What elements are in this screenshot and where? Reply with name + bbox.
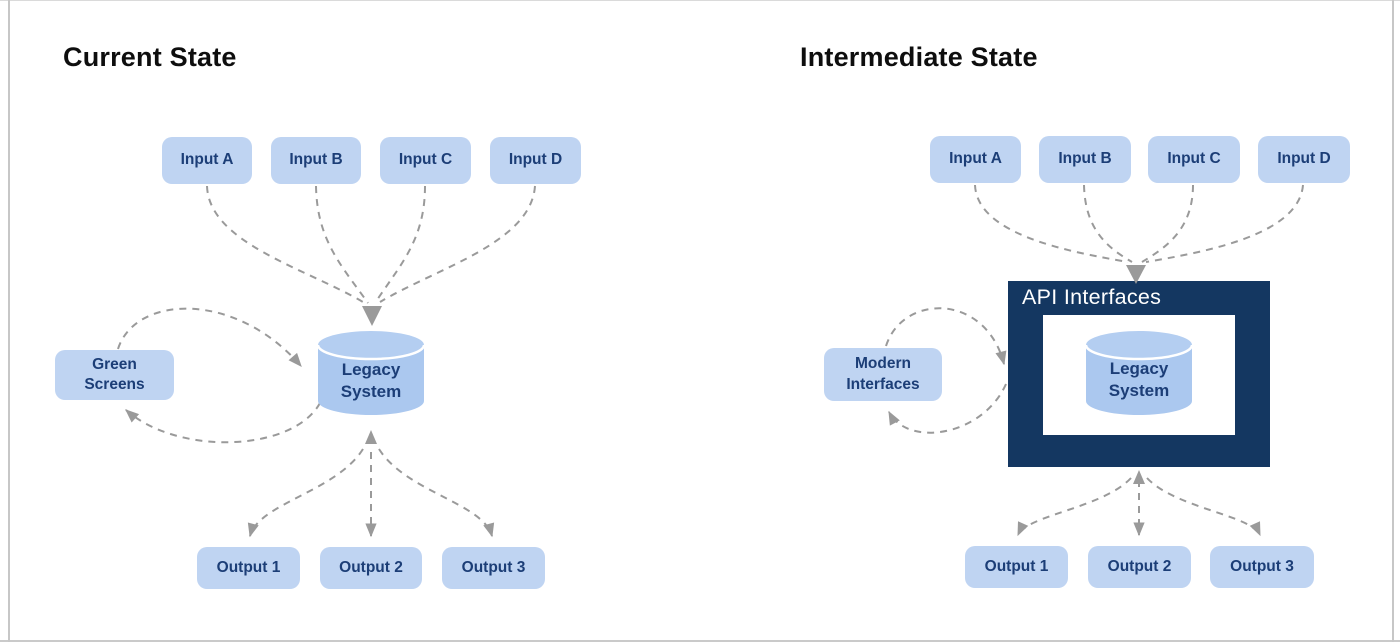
connector-input-c-left (374, 185, 426, 304)
right-output-connectors (1017, 470, 1261, 537)
connector-modern-to-api (885, 307, 1007, 366)
right-input-a-node: Input A (930, 136, 1021, 183)
left-diagram-title: Current State (63, 42, 237, 72)
left-output-2-node: Output 2 (320, 547, 422, 589)
legacy-system-cylinder-left (316, 331, 426, 415)
legacy-system-label-left: Legacy System (340, 359, 402, 401)
left-input-a-node: Input A (162, 137, 252, 184)
right-input-c-node: Input C (1148, 136, 1240, 183)
right-side-loop (885, 307, 1007, 434)
left-side-loop (117, 307, 321, 444)
left-input-c-node: Input C (380, 137, 471, 184)
connector-input-d-right (1145, 184, 1304, 263)
right-input-b-node: Input B (1039, 136, 1131, 183)
cylinder-top-right (1086, 331, 1192, 359)
connector-input-b-left (315, 185, 369, 304)
right-output-3-node: Output 3 (1210, 546, 1314, 588)
right-input-funnel (974, 184, 1304, 284)
left-output-3-node: Output 3 (442, 547, 545, 589)
right-input-d-node: Input D (1258, 136, 1350, 183)
small-up-arrowhead-right (1133, 470, 1145, 484)
connector-api-to-output-1 (1017, 477, 1132, 537)
cylinder-rim-line-right (1084, 344, 1194, 361)
green-screens-node: Green Screens (55, 350, 174, 400)
connector-input-a-right (974, 184, 1129, 263)
funnel-arrowhead-left (362, 306, 382, 326)
right-output-1-node: Output 1 (965, 546, 1068, 588)
connector-input-a-left (206, 185, 364, 303)
connector-legacy-to-output-1 (247, 448, 364, 538)
legacy-system-label-right: Legacy System (1108, 358, 1170, 400)
connector-api-to-output-3 (1146, 477, 1261, 537)
funnel-arrowhead-right (1126, 265, 1146, 284)
frame-border-top (0, 0, 1400, 1)
connector-input-c-right (1141, 184, 1194, 263)
frame-border-bottom (0, 640, 1400, 642)
left-output-connectors (247, 430, 495, 538)
connector-input-b-right (1083, 184, 1133, 263)
cylinder-top-left (318, 331, 424, 359)
right-output-2-node: Output 2 (1088, 546, 1191, 588)
right-diagram-title: Intermediate State (800, 42, 1038, 72)
left-input-funnel (206, 185, 536, 326)
small-up-arrowhead-left (365, 430, 377, 444)
connector-legacy-to-greenscreens (125, 402, 321, 444)
frame-border-right (1392, 0, 1394, 642)
cylinder-body-right (1086, 345, 1192, 415)
cylinder-rim-line-left (316, 344, 426, 361)
connector-legacy-to-output-3 (378, 448, 495, 538)
frame-border-left (8, 0, 10, 642)
legacy-system-cylinder-right (1084, 331, 1194, 415)
left-input-b-node: Input B (271, 137, 361, 184)
left-input-d-node: Input D (490, 137, 581, 184)
api-interfaces-label: API Interfaces (1022, 285, 1162, 309)
left-output-1-node: Output 1 (197, 547, 300, 589)
modern-interfaces-node: Modern Interfaces (824, 348, 942, 401)
cylinder-body-left (318, 345, 424, 415)
connector-api-to-modern (888, 383, 1007, 434)
connector-input-d-left (379, 185, 536, 303)
